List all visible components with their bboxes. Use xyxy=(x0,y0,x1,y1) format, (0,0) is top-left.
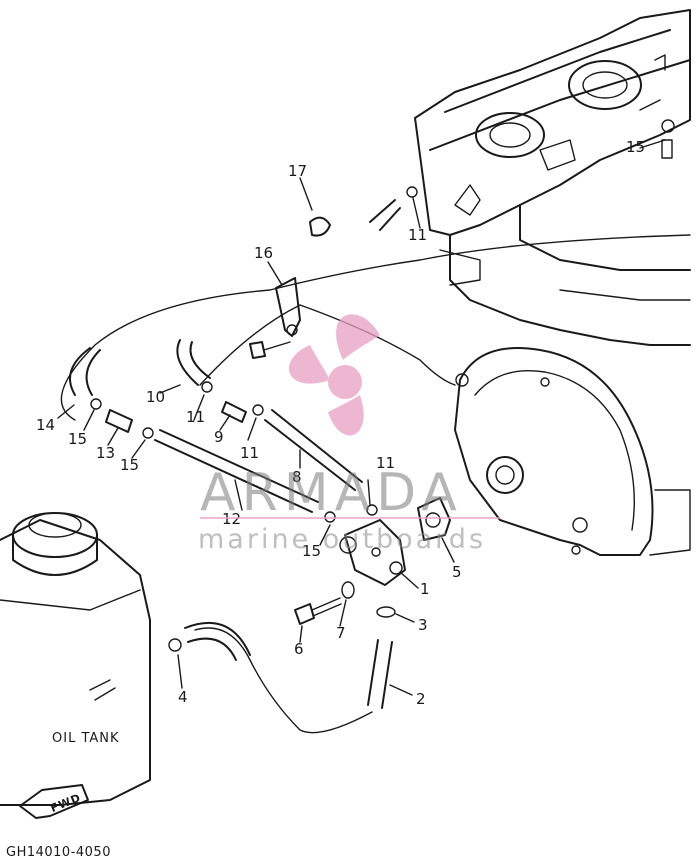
watermark-brand: ARMADA xyxy=(200,463,463,523)
callout-15-c: 15 xyxy=(302,542,321,560)
oil-tank xyxy=(0,512,151,806)
leader-lines xyxy=(57,139,666,696)
fwd-arrow: FWD xyxy=(19,784,89,819)
engine-cover xyxy=(454,347,691,556)
callout-15-d: 15 xyxy=(626,138,645,156)
callout-16: 16 xyxy=(254,244,273,262)
callout-11-mid: 11 xyxy=(240,444,259,462)
callout-1: 1 xyxy=(420,580,430,598)
callout-6: 6 xyxy=(294,640,304,658)
oil-tank-label: OIL TANK xyxy=(52,731,120,746)
callout-8: 8 xyxy=(292,468,302,486)
callout-17: 17 xyxy=(288,162,307,180)
callout-10: 10 xyxy=(146,388,165,406)
callout-15-b: 15 xyxy=(120,456,139,474)
callout-numbers: 1 2 3 4 5 6 7 8 9 10 11 11 11 11 12 13 1… xyxy=(36,138,645,708)
hoses xyxy=(60,199,691,734)
fwd-label: FWD xyxy=(49,791,83,815)
callout-7: 7 xyxy=(336,624,346,642)
callout-11-top: 11 xyxy=(408,226,427,244)
propeller-logo-icon xyxy=(288,314,380,436)
callout-11-right: 11 xyxy=(376,454,395,472)
drawing-code: GH14010-4050 xyxy=(6,845,111,860)
engine-block xyxy=(414,9,691,346)
callout-15-a: 15 xyxy=(68,430,87,448)
watermark-tagline: marine outboards xyxy=(198,524,486,555)
callout-2: 2 xyxy=(416,690,426,708)
callout-3: 3 xyxy=(418,616,428,634)
callout-5: 5 xyxy=(452,563,462,581)
callout-9: 9 xyxy=(214,428,224,446)
watermark: ARMADA marine outboards xyxy=(198,314,500,555)
callout-4: 4 xyxy=(178,688,188,706)
callout-13: 13 xyxy=(96,444,115,462)
callout-14: 14 xyxy=(36,416,55,434)
callout-11-left: 11 xyxy=(186,408,205,426)
